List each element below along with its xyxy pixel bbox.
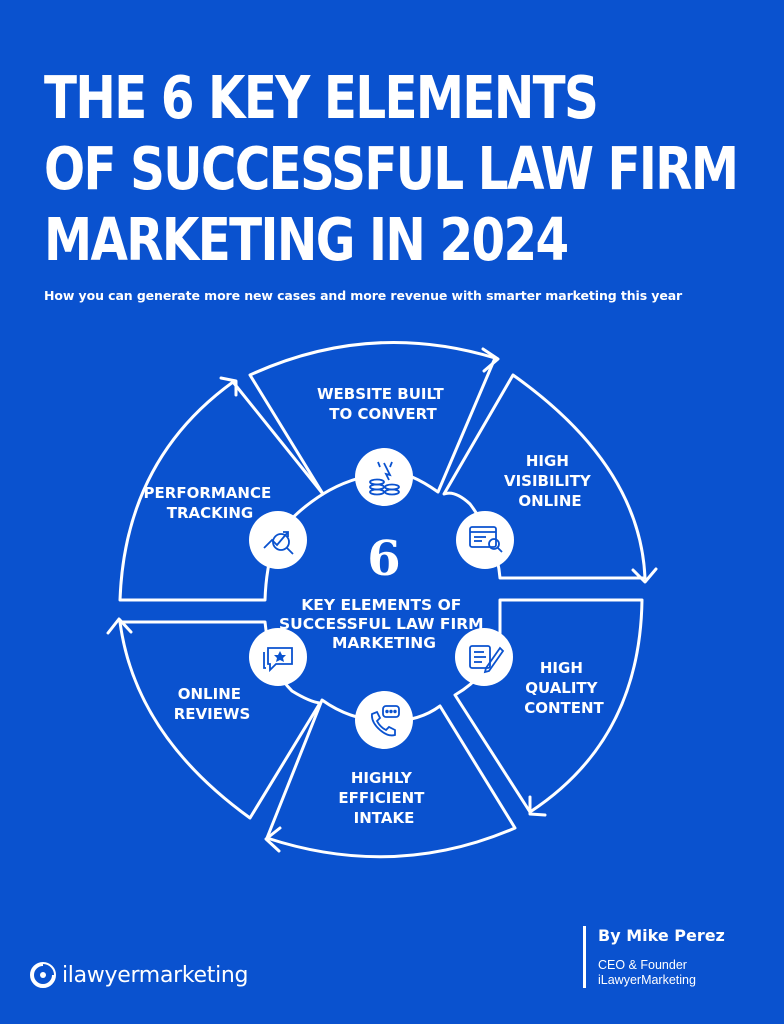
subtitle: How you can generate more new cases and … bbox=[44, 288, 683, 303]
title-line-1: THE 6 KEY ELEMENTS bbox=[44, 63, 599, 132]
element-1-line-2: TO CONVERT bbox=[329, 405, 437, 423]
cycle-diagram: WEBSITE BUILT TO CONVERT HIGH VISIBILITY… bbox=[106, 340, 658, 859]
element-2-line-1: HIGH bbox=[526, 452, 569, 470]
element-label-intake: HIGHLY EFFICIENT INTAKE bbox=[338, 769, 429, 827]
element-5-line-2: REVIEWS bbox=[174, 705, 251, 723]
arrow-head-5 bbox=[106, 617, 133, 635]
title-line-2: OF SUCCESSFUL LAW FIRM bbox=[44, 134, 739, 203]
center-number: 6 bbox=[367, 531, 400, 587]
segment-visibility-outline bbox=[442, 373, 647, 580]
element-label-reviews: ONLINE REVIEWS bbox=[174, 685, 251, 723]
element-label-content: HIGH QUALITY CONTENT bbox=[524, 659, 604, 717]
author-divider bbox=[583, 926, 586, 988]
brand-logo: ilawyermarketing bbox=[30, 962, 249, 988]
chat-star-icon bbox=[263, 647, 293, 673]
element-2-line-2: VISIBILITY bbox=[504, 472, 592, 490]
page-title: THE 6 KEY ELEMENTS OF SUCCESSFUL LAW FIR… bbox=[44, 62, 739, 275]
title-line-3: MARKETING IN 2024 bbox=[44, 205, 569, 274]
center-line-2: SUCCESSFUL LAW FIRM bbox=[279, 615, 484, 633]
center-label: KEY ELEMENTS OF SUCCESSFUL LAW FIRM MARK… bbox=[279, 596, 489, 652]
coins-cursor-icon bbox=[369, 461, 400, 496]
element-5-line-1: ONLINE bbox=[178, 685, 241, 703]
author-name: By Mike Perez bbox=[598, 926, 725, 945]
segment-reviews-outline bbox=[118, 620, 322, 820]
author-role: CEO & Founder bbox=[598, 958, 687, 972]
element-4-line-3: INTAKE bbox=[354, 809, 415, 827]
chart-magnifier-icon bbox=[263, 531, 294, 555]
arrow-head-4 bbox=[264, 826, 282, 853]
arrow-head-2 bbox=[631, 567, 658, 584]
browser-search-icon bbox=[469, 526, 503, 553]
logo-mark-icon bbox=[30, 962, 56, 988]
center-line-1: KEY ELEMENTS OF bbox=[301, 596, 461, 614]
element-4-line-2: EFFICIENT bbox=[338, 789, 425, 807]
element-label-visibility: HIGH VISIBILITY ONLINE bbox=[504, 452, 596, 510]
element-6-line-1: PERFORMANCE bbox=[144, 484, 272, 502]
author-company: iLawyerMarketing bbox=[598, 973, 696, 987]
arrow-head-6 bbox=[219, 376, 238, 397]
element-6-line-2: TRACKING bbox=[167, 504, 253, 522]
phone-chat-icon bbox=[371, 705, 400, 737]
center-line-3: MARKETING bbox=[332, 634, 436, 652]
arrow-head-1 bbox=[481, 347, 500, 373]
logo-text: ilawyermarketing bbox=[62, 962, 249, 988]
document-pen-icon bbox=[469, 645, 505, 674]
element-2-line-3: ONLINE bbox=[518, 492, 581, 510]
element-4-line-1: HIGHLY bbox=[351, 769, 413, 787]
element-3-line-3: CONTENT bbox=[524, 699, 604, 717]
element-3-line-1: HIGH bbox=[540, 659, 583, 677]
element-1-line-1: WEBSITE BUILT bbox=[317, 385, 445, 403]
arrow-head-3 bbox=[528, 795, 547, 817]
element-3-line-2: QUALITY bbox=[525, 679, 598, 697]
element-label-tracking: PERFORMANCE TRACKING bbox=[144, 484, 277, 522]
element-label-website: WEBSITE BUILT TO CONVERT bbox=[317, 385, 449, 423]
